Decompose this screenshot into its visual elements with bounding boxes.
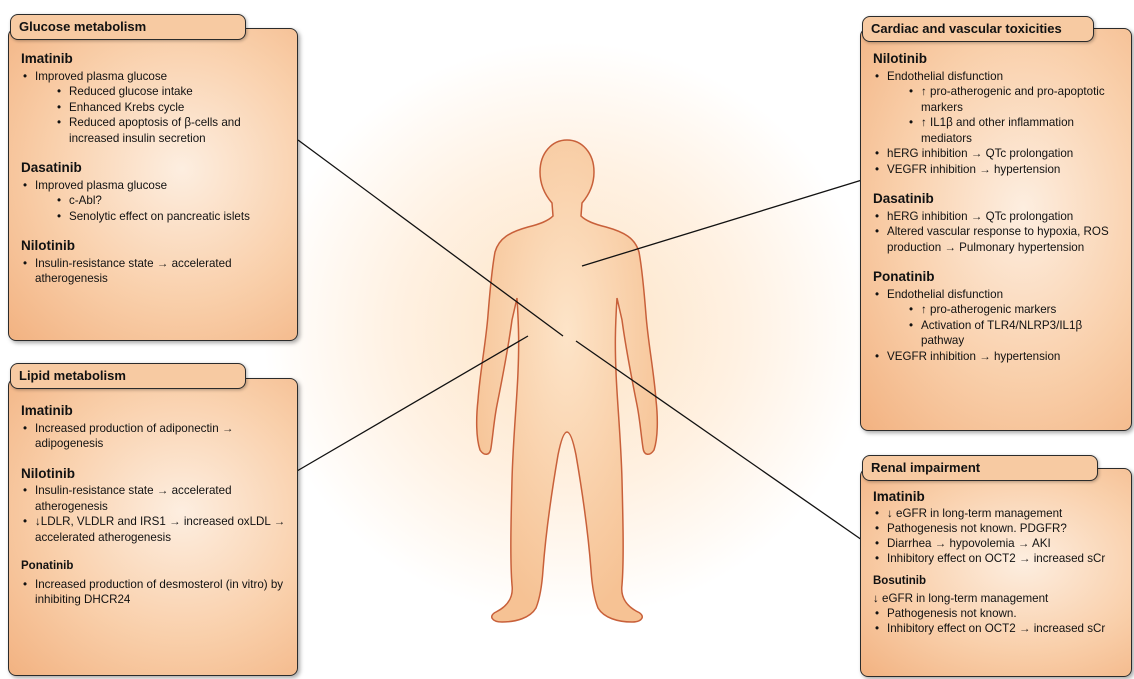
- renal-imatinib-item: Inhibitory effect on OCT2 → increased sC…: [887, 551, 1123, 566]
- cardiac-ponatinib-item: Endothelial disfunction: [887, 287, 1123, 303]
- glucose-nilotinib-heading: Nilotinib: [21, 238, 289, 254]
- cardiac-ponatinib-heading: Ponatinib: [873, 269, 1123, 285]
- cardiac-dasatinib-item: hERG inhibition → QTc prolongation: [887, 209, 1123, 225]
- cardiac-ponatinib-subitem: Activation of TLR4/NLRP3/IL1β pathway: [921, 318, 1123, 349]
- renal-bosutinib-heading: Bosutinib: [873, 574, 1123, 589]
- lipid-nilotinib-item: Insulin-resistance state → accelerated a…: [35, 483, 289, 514]
- lipid-imatinib-heading: Imatinib: [21, 403, 289, 419]
- lipid-ponatinib-item: Increased production of desmosterol (in …: [35, 577, 289, 608]
- glucose-dasatinib-subitem: c-Abl?: [69, 193, 289, 209]
- glucose-nilotinib-item: Insulin-resistance state → accelerated a…: [35, 256, 289, 287]
- glucose-panel: Imatinib Improved plasma glucose Reduced…: [8, 28, 298, 341]
- cardiac-nilotinib-item: Endothelial disfunction: [887, 69, 1123, 85]
- human-body-silhouette-icon: [477, 140, 658, 622]
- cardiac-nilotinib-item: hERG inhibition → QTc prolongation: [887, 146, 1123, 162]
- lipid-panel: Imatinib Increased production of adipone…: [8, 378, 298, 676]
- cardiac-panel-title: Cardiac and vascular toxicities: [862, 16, 1094, 42]
- renal-imatinib-heading: Imatinib: [873, 489, 1123, 504]
- renal-imatinib-item: Pathogenesis not known. PDGFR?: [887, 521, 1123, 536]
- cardiac-ponatinib-item: VEGFR inhibition → hypertension: [887, 349, 1123, 365]
- renal-panel-title: Renal impairment: [862, 455, 1098, 481]
- glucose-imatinib-item: Improved plasma glucose: [35, 69, 289, 85]
- lipid-panel-title: Lipid metabolism: [10, 363, 246, 389]
- cardiac-dasatinib-item: Altered vascular response to hypoxia, RO…: [887, 224, 1123, 255]
- cardiac-ponatinib-subitem: ↑ pro-atherogenic markers: [921, 302, 1123, 318]
- renal-bosutinib-item: Inhibitory effect on OCT2 → increased sC…: [887, 621, 1123, 636]
- renal-bosutinib-item: Pathogenesis not known.: [887, 606, 1123, 621]
- renal-bosutinib-line: ↓ eGFR in long-term management: [873, 591, 1123, 606]
- lipid-nilotinib-item: ↓LDLR, VLDLR and IRS1 → increased oxLDL …: [35, 514, 289, 545]
- lipid-ponatinib-heading: Ponatinib: [21, 559, 289, 575]
- cardiac-nilotinib-subitem: ↑ pro-atherogenic and pro-apoptotic mark…: [921, 84, 1123, 115]
- glucose-imatinib-subitem: Reduced apoptosis of β-cells and increas…: [69, 115, 289, 146]
- renal-panel: Imatinib ↓ eGFR in long-term management …: [860, 468, 1132, 677]
- glucose-imatinib-heading: Imatinib: [21, 51, 289, 67]
- cardiac-panel: Nilotinib Endothelial disfunction ↑ pro-…: [860, 28, 1132, 431]
- lipid-nilotinib-heading: Nilotinib: [21, 466, 289, 482]
- cardiac-dasatinib-heading: Dasatinib: [873, 191, 1123, 207]
- connector-cardiac: [582, 180, 862, 266]
- cardiac-nilotinib-item: VEGFR inhibition → hypertension: [887, 162, 1123, 178]
- renal-imatinib-item: ↓ eGFR in long-term management: [887, 506, 1123, 521]
- cardiac-nilotinib-subitem: ↑ IL1β and other inflammation mediators: [921, 115, 1123, 146]
- glucose-dasatinib-heading: Dasatinib: [21, 160, 289, 176]
- glucose-dasatinib-subitem: Senolytic effect on pancreatic islets: [69, 209, 289, 225]
- glucose-imatinib-subitem: Reduced glucose intake: [69, 84, 289, 100]
- renal-imatinib-item: Diarrhea → hypovolemia → AKI: [887, 536, 1123, 551]
- glucose-dasatinib-item: Improved plasma glucose: [35, 178, 289, 194]
- glucose-panel-title: Glucose metabolism: [10, 14, 246, 40]
- lipid-imatinib-item: Increased production of adiponectin → ad…: [35, 421, 289, 452]
- cardiac-nilotinib-heading: Nilotinib: [873, 51, 1123, 67]
- glucose-imatinib-subitem: Enhanced Krebs cycle: [69, 100, 289, 116]
